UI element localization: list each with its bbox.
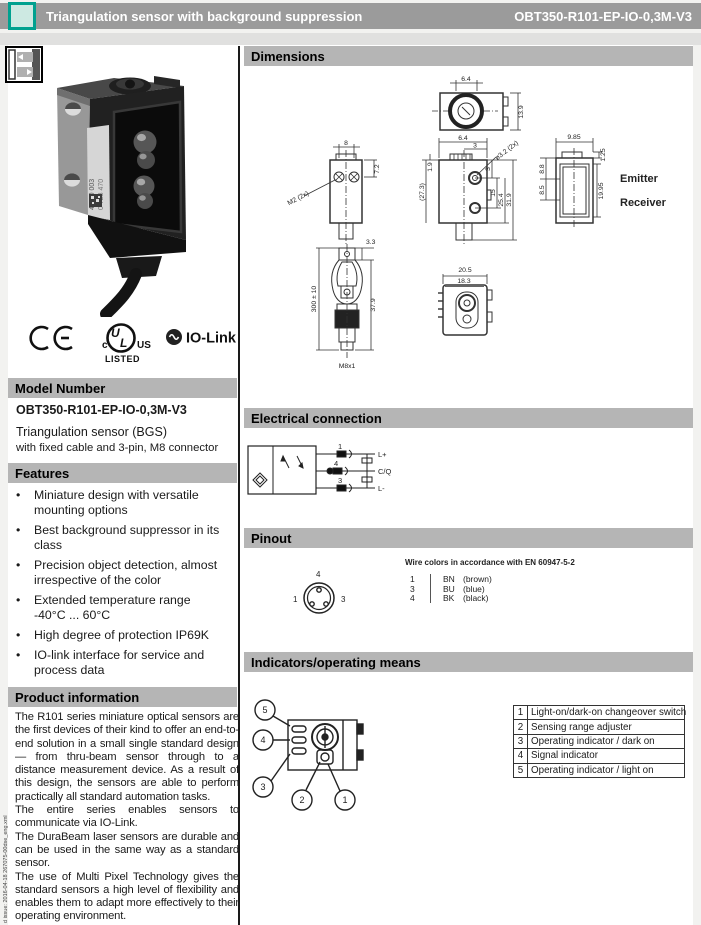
feature-item: •IO-link interface for service and proce… <box>16 648 205 677</box>
section-features: Features <box>8 463 237 483</box>
brand-square-icon <box>8 2 36 30</box>
feature-item: •Precision object detection, almost irre… <box>16 558 218 587</box>
product-photo: 4 000 003 0 728 470 <box>57 76 186 317</box>
feature-item: •Miniature design with versatile mountin… <box>16 488 199 517</box>
ul-mark-icon: U L c US LISTED <box>102 323 151 364</box>
svg-text:3: 3 <box>341 595 346 604</box>
section-dimensions: Dimensions <box>244 46 693 66</box>
svg-text:5: 5 <box>262 705 267 715</box>
svg-text:L: L <box>120 336 127 350</box>
sensor-subtype: with fixed cable and 3-pin, M8 connector <box>16 442 219 454</box>
svg-text:1: 1 <box>338 442 342 451</box>
svg-text:9.85: 9.85 <box>567 134 580 141</box>
page-title: Triangulation sensor with background sup… <box>46 9 363 24</box>
column-divider <box>238 46 240 925</box>
sensor-type: Triangulation sensor (BGS) <box>16 425 167 439</box>
section-model-number: Model Number <box>8 378 237 398</box>
svg-text:4: 4 <box>316 570 321 579</box>
svg-text:3: 3 <box>473 143 477 150</box>
iolink-logo-icon: IO-Link <box>166 329 237 347</box>
svg-text:M8x1: M8x1 <box>339 363 356 370</box>
page-header: Triangulation sensor with background sup… <box>0 3 701 29</box>
section-pinout: Pinout <box>244 528 693 548</box>
svg-text:L+: L+ <box>378 450 387 459</box>
feature-item: •High degree of protection IP69K <box>16 628 210 642</box>
section-product-information: Product information <box>8 687 237 707</box>
svg-text:15: 15 <box>490 189 497 197</box>
svg-text:LISTED: LISTED <box>105 354 140 364</box>
svg-text:20.5: 20.5 <box>458 267 471 274</box>
model-number-value: OBT350-R101-EP-IO-0,3M-V3 <box>16 403 187 417</box>
svg-text:37.9: 37.9 <box>370 298 377 311</box>
svg-text:1.25: 1.25 <box>600 148 607 161</box>
svg-text:1.9: 1.9 <box>427 162 434 172</box>
svg-text:L-: L- <box>378 484 385 493</box>
svg-text:IO-Link: IO-Link <box>186 331 237 347</box>
svg-text:ø3.2 (2x): ø3.2 (2x) <box>494 140 520 162</box>
svg-text:4: 4 <box>260 735 265 745</box>
svg-text:2: 2 <box>299 795 304 805</box>
svg-text:3.3: 3.3 <box>366 239 376 246</box>
svg-text:31.9: 31.9 <box>506 193 513 206</box>
svg-text:1: 1 <box>342 795 347 805</box>
svg-text:1: 1 <box>293 595 298 604</box>
svg-text:Receiver: Receiver <box>620 197 667 209</box>
svg-text:US: US <box>137 340 151 351</box>
header-substrip <box>0 33 701 45</box>
section-indicators: Indicators/operating means <box>244 652 693 672</box>
certification-logos: U L c US LISTED IO-Link <box>8 318 243 368</box>
svg-text:19.95: 19.95 <box>598 182 605 199</box>
dimensions-drawing: 6.4 13.9 8 7.2 M2 (2x) 6.4 3 ø3.2 (2x) 1… <box>286 76 667 370</box>
pinout-connector-diagram: 4 1 3 <box>293 570 346 614</box>
svg-text:6.4: 6.4 <box>461 76 471 83</box>
svg-text:8.8: 8.8 <box>539 164 546 174</box>
svg-text:3: 3 <box>485 167 492 171</box>
svg-text:300 ± 10: 300 ± 10 <box>311 286 318 313</box>
sensor-pictogram-icon <box>5 46 43 83</box>
footnote-vertical: d issue: 2016-04-18 267075-00dse_eng.xml <box>3 815 9 923</box>
section-electrical-connection: Electrical connection <box>244 408 693 428</box>
svg-text:25.4: 25.4 <box>498 193 505 206</box>
svg-text:8: 8 <box>344 140 348 147</box>
svg-text:c: c <box>102 340 108 351</box>
svg-text:3: 3 <box>260 782 265 792</box>
svg-text:3: 3 <box>338 476 342 485</box>
svg-text:(27.3): (27.3) <box>419 183 426 201</box>
svg-text:C/Q: C/Q <box>378 467 392 476</box>
svg-text:18.3: 18.3 <box>457 278 470 285</box>
ce-ul-iolink-icons: U L c US LISTED IO-Link <box>29 323 237 364</box>
feature-item: •Best background suppressor in its class <box>16 523 220 552</box>
svg-text:8.5: 8.5 <box>539 185 546 195</box>
svg-text:4: 4 <box>334 459 338 468</box>
svg-text:7.2: 7.2 <box>374 164 381 174</box>
pinout-note: Wire colors in accordance with EN 60947-… <box>405 558 575 567</box>
indicators-diagram: 5 4 3 2 1 <box>252 699 364 811</box>
ce-mark-icon <box>29 325 73 351</box>
header-model-number: OBT350-R101-EP-IO-0,3M-V3 <box>514 9 692 24</box>
svg-text:13.9: 13.9 <box>518 105 525 118</box>
features-list: •Miniature design with versatile mountin… <box>16 488 234 683</box>
svg-text:U: U <box>111 326 120 340</box>
electrical-connection-diagram: 1 4 3 L+ C/Q L- <box>247 442 392 495</box>
svg-text:6.4: 6.4 <box>458 135 468 142</box>
product-information-text: The R101 series miniature optical sensor… <box>15 711 239 923</box>
svg-text:Emitter: Emitter <box>620 173 659 185</box>
svg-text:M2 (2x): M2 (2x) <box>286 190 310 207</box>
feature-item: •Extended temperature range -40°C ... 60… <box>16 593 191 622</box>
